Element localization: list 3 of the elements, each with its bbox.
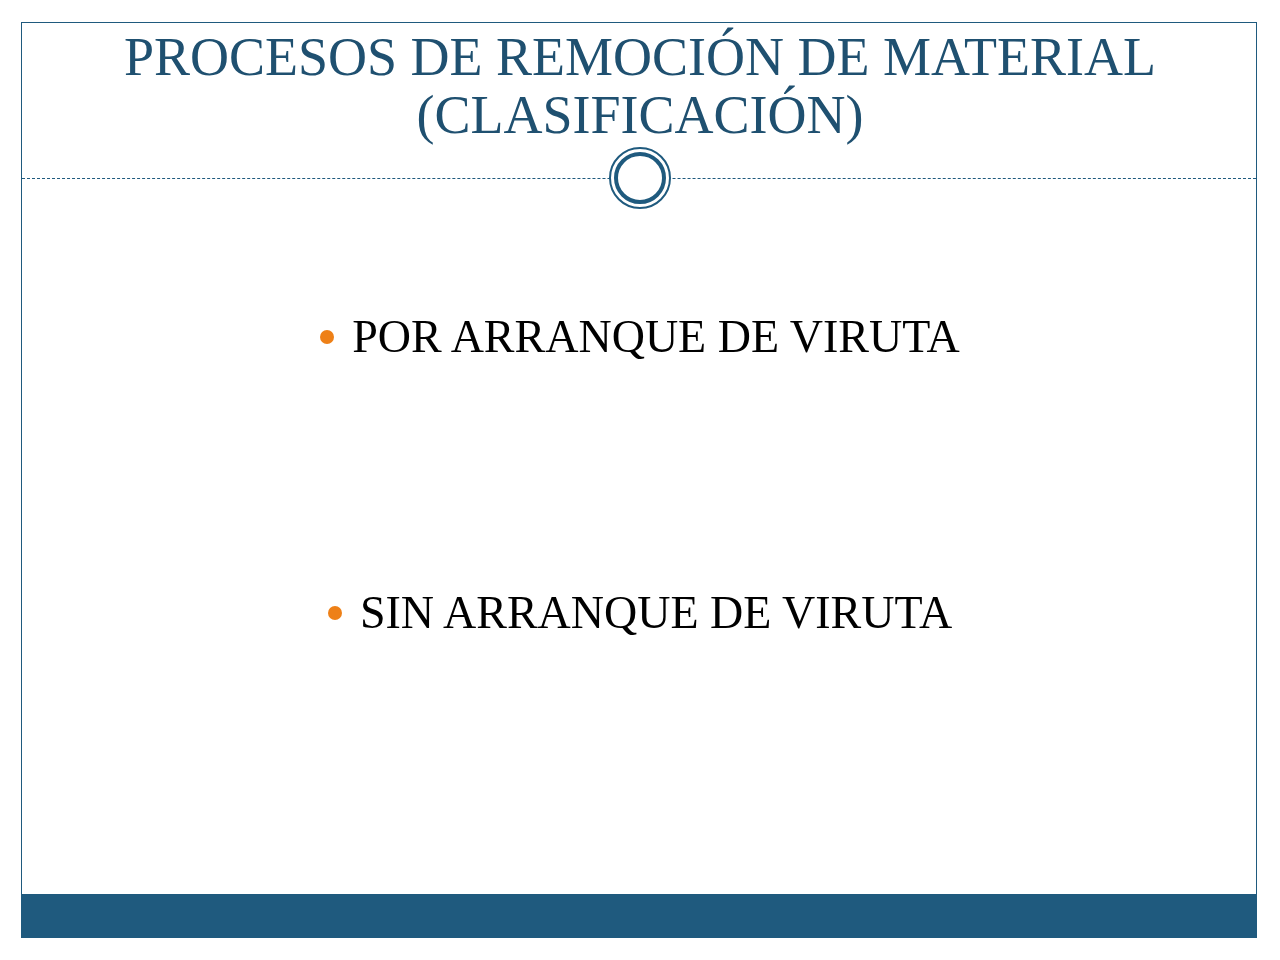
bullet-text: SIN ARRANQUE DE VIRUTA: [359, 587, 953, 638]
slide-title: PROCESOS DE REMOCIÓN DE MATERIAL (CLASIFICACIÓN): [122, 28, 1158, 144]
bullet-text: POR ARRANQUE DE VIRUTA: [352, 311, 960, 362]
